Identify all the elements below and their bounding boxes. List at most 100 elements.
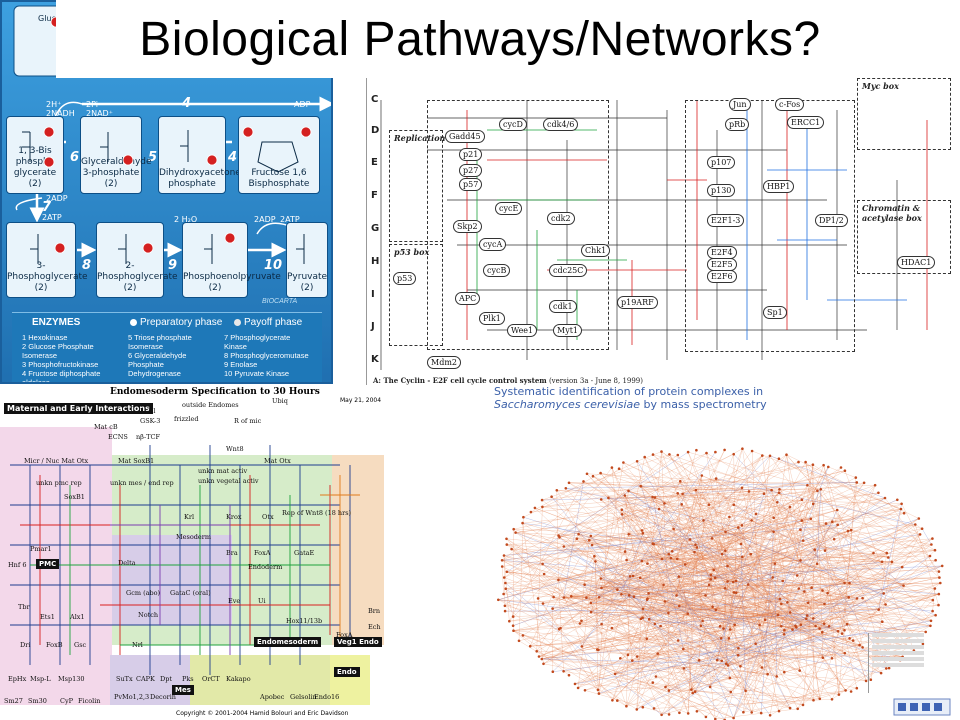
network-node — [806, 601, 810, 605]
gene-label: FoxA — [336, 631, 353, 639]
network-node — [813, 548, 817, 551]
network-edge — [632, 503, 902, 661]
gene-label: Delta — [118, 559, 136, 567]
network-edge — [677, 558, 793, 630]
network-edge — [742, 524, 838, 558]
network-edge — [769, 455, 886, 499]
network-edge — [823, 465, 863, 648]
network-node — [812, 698, 815, 702]
compound-box: Fructose 1,6 Bisphosphate — [238, 116, 320, 194]
network-edge — [710, 487, 743, 580]
network-edge — [589, 539, 863, 648]
network-edge — [621, 514, 692, 690]
network-edge — [624, 457, 645, 552]
network-edge — [769, 464, 814, 716]
network-edge — [807, 485, 867, 681]
enzyme-item: 7 Phosphoglycerate — [224, 333, 291, 342]
network-edge — [543, 623, 602, 665]
gene-label: GataE — [294, 549, 315, 557]
network-node — [567, 673, 571, 677]
network-node — [651, 453, 655, 456]
network-edge — [646, 490, 818, 639]
network-edge — [710, 574, 791, 613]
gene-label: unkn mes / end rep — [110, 479, 174, 487]
network-edge — [536, 556, 595, 652]
network-edge — [636, 627, 797, 710]
gene-label: nβ-TCF — [136, 433, 160, 441]
network-edge — [789, 507, 821, 699]
network-node — [668, 453, 671, 456]
network-node — [848, 581, 851, 585]
network-node — [641, 616, 644, 620]
network-node — [879, 671, 883, 675]
network-edge — [506, 451, 689, 573]
network-node — [749, 552, 753, 556]
network-edge — [668, 554, 804, 706]
network-node — [620, 508, 624, 511]
network-edge — [504, 605, 627, 707]
network-edge — [661, 558, 801, 561]
network-edge — [597, 649, 903, 658]
network-edge — [590, 539, 691, 604]
network-edge — [513, 549, 815, 631]
network-edge — [642, 617, 741, 667]
network-node — [772, 516, 775, 520]
network-edge — [687, 475, 703, 714]
network-edge — [701, 475, 802, 521]
network-node — [591, 474, 595, 478]
network-node — [654, 675, 658, 678]
gene-label: Sm30 — [28, 697, 47, 705]
network-edge — [590, 535, 725, 720]
network-edge — [556, 489, 821, 491]
network-edge — [733, 504, 909, 647]
gene-label: Dpt — [160, 675, 172, 683]
legend-row — [872, 663, 924, 667]
network-edge — [814, 549, 843, 634]
network-node — [806, 483, 809, 487]
network-edge — [541, 621, 883, 660]
gene-label: Li Cl — [140, 407, 156, 415]
network-edge — [505, 609, 716, 612]
network-edge — [578, 533, 756, 645]
network-edge — [598, 563, 818, 651]
network-edge — [629, 576, 716, 611]
network-edge — [786, 454, 919, 519]
gene-node: pRb — [725, 118, 750, 131]
network-node — [704, 594, 707, 597]
network-edge — [715, 708, 798, 720]
network-edge — [542, 565, 728, 604]
phase-dot-icon — [130, 318, 137, 326]
network-edge — [769, 455, 902, 510]
network-edge — [592, 489, 772, 546]
compound-name: Phosphoenolpyruvate (2) — [183, 272, 281, 293]
network-edge — [515, 482, 865, 533]
network-edge — [599, 597, 724, 629]
network-node — [823, 549, 827, 552]
network-edge — [568, 482, 781, 600]
network-edge — [750, 518, 811, 555]
cofactor-label: 2Pi — [86, 100, 98, 109]
network-edge — [505, 582, 560, 630]
network-node — [880, 560, 884, 564]
network-node — [669, 556, 673, 560]
network-node — [557, 578, 560, 582]
network-node — [800, 519, 804, 522]
network-edge — [498, 538, 713, 601]
network-edge — [595, 561, 599, 690]
network-node — [902, 584, 905, 587]
network-edge — [618, 468, 730, 518]
network-edge — [574, 620, 932, 685]
network-edge — [709, 592, 735, 687]
network-edge — [706, 452, 772, 491]
network-node — [502, 576, 506, 579]
network-edge — [626, 497, 656, 561]
network-edge — [781, 509, 838, 627]
network-node — [781, 579, 784, 583]
network-node — [589, 610, 593, 614]
network-edge — [574, 602, 809, 685]
network-node — [917, 517, 921, 520]
network-edge — [577, 576, 679, 689]
network-edge — [691, 614, 936, 690]
network-edge — [649, 518, 919, 620]
gene-label: Krl — [184, 513, 195, 521]
